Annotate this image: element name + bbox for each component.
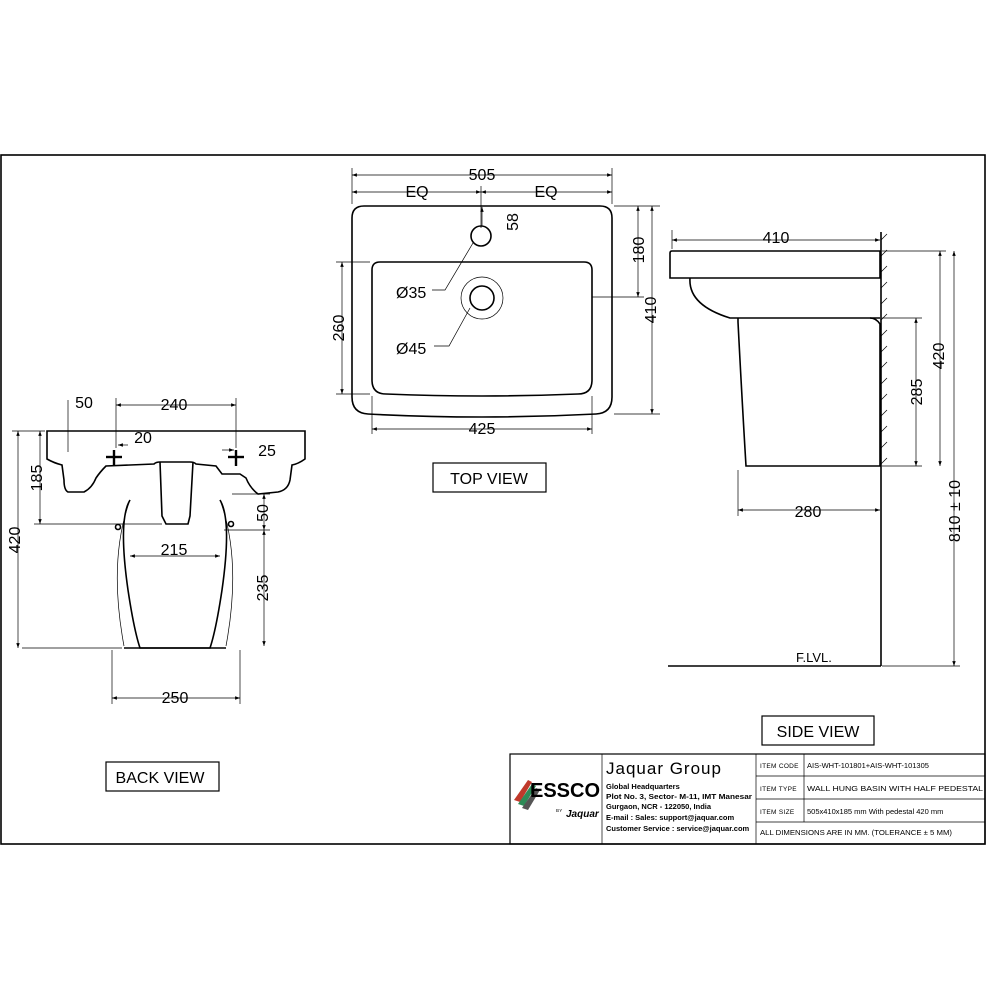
address-line-1: Plot No. 3, Sector- M-11, IMT Manesar (606, 792, 752, 801)
dim-side-pedestal-height: 285 (909, 379, 926, 406)
title-block: ESSCO BY Jaquar Jaquar Group Global Head… (509, 753, 986, 845)
logo-text: ESSCO (530, 780, 600, 802)
dim-top-width: 505 (469, 167, 496, 184)
back-view-pedestal (122, 499, 228, 649)
item-code-value: AIS-WHT-101801+AIS-WHT-101305 (807, 761, 929, 770)
dim-top-inner-width: 425 (469, 421, 496, 438)
side-view-bowl-curve (689, 277, 880, 319)
fixing-hole-right-icon (227, 520, 235, 528)
dim-back-fix-centers: 240 (161, 397, 188, 414)
dim-top-eq-right: EQ (534, 184, 557, 201)
email-line: E-mail : Sales: support@jaquar.com (606, 813, 735, 822)
item-type-value: WALL HUNG BASIN WITH HALF PEDESTAL (807, 784, 983, 793)
item-size-value: 505x410x185 mm With pedestal 420 mm (807, 807, 943, 816)
side-view-basin (669, 250, 881, 279)
dim-back-pedestal-top: 50 (255, 504, 272, 522)
top-view-bowl-outline (371, 261, 593, 397)
hq-title: Global Headquarters (606, 782, 680, 791)
back-view-waste-trap (159, 461, 194, 525)
fixing-left-icon (106, 450, 122, 466)
drawing-frame (0, 154, 986, 845)
dim-back-base-width: 250 (162, 690, 189, 707)
side-view-label-box (761, 715, 875, 746)
tolerance-note: ALL DIMENSIONS ARE IN MM. (TOLERANCE ± 5… (760, 828, 953, 837)
waste-hole-outer-icon (460, 276, 504, 320)
top-view-label-box (432, 462, 547, 493)
dim-back-pedestal-height: 235 (255, 575, 272, 602)
dim-top-tap-offset: 58 (505, 213, 522, 231)
dim-top-tap-to-bowl: 180 (631, 237, 648, 264)
dim-back-basin-height: 185 (29, 465, 46, 492)
item-size-label: ITEM SIZE (760, 809, 795, 816)
dim-side-wall-offset: 280 (795, 504, 822, 521)
address-line-2: Gurgaon, NCR - 122050, India (606, 802, 712, 811)
dim-back-total-height: 420 (7, 527, 24, 554)
essco-logo: ESSCO BY Jaquar (514, 780, 600, 820)
dim-waste-hole: Ø45 (396, 341, 426, 358)
back-view: 50 240 20 25 185 420 50 215 235 250 BACK… (7, 395, 306, 792)
tap-hole-icon (470, 225, 492, 247)
fixing-hole-left-icon (114, 523, 122, 531)
logo-sub: Jaquar (566, 809, 600, 820)
back-view-label: BACK VIEW (116, 770, 206, 787)
logo-by: BY (556, 808, 563, 813)
dim-back-pedestal-width: 215 (161, 542, 188, 559)
dim-side-basin-height: 420 (931, 343, 948, 370)
item-type-label: ITEM TYPE (760, 786, 797, 793)
top-view-basin-outline (351, 205, 613, 418)
company-name: Jaquar Group (606, 759, 722, 778)
dim-top-total-depth: 410 (643, 297, 660, 324)
fixing-right-icon (228, 450, 244, 466)
dim-side-rim-height: 810 ± 10 (947, 480, 964, 542)
dim-tap-hole: Ø35 (396, 285, 426, 302)
top-view-label: TOP VIEW (450, 471, 529, 488)
item-code-label: ITEM CODE (760, 763, 799, 770)
waste-hole-icon (469, 285, 495, 311)
side-view: 410 285 420 810 ± 10 280 F.LVL. SIDE VIE… (668, 230, 964, 746)
side-view-pedestal (737, 317, 881, 467)
back-view-basin (46, 430, 306, 495)
service-line: Customer Service : service@jaquar.com (606, 824, 750, 833)
top-view: 505 EQ EQ 58 Ø35 Ø45 260 180 410 425 TOP… (331, 167, 660, 493)
side-view-label: SIDE VIEW (777, 724, 861, 741)
dim-back-fix-b: 25 (258, 443, 276, 460)
dim-top-inner-depth: 260 (331, 315, 348, 342)
dim-top-eq-left: EQ (405, 184, 428, 201)
floor-level-label: F.LVL. (796, 650, 832, 665)
dim-back-fix-a: 20 (134, 430, 152, 447)
back-view-label-box (105, 761, 220, 792)
dim-back-offset-left: 50 (75, 395, 93, 412)
dim-side-depth: 410 (763, 230, 790, 247)
